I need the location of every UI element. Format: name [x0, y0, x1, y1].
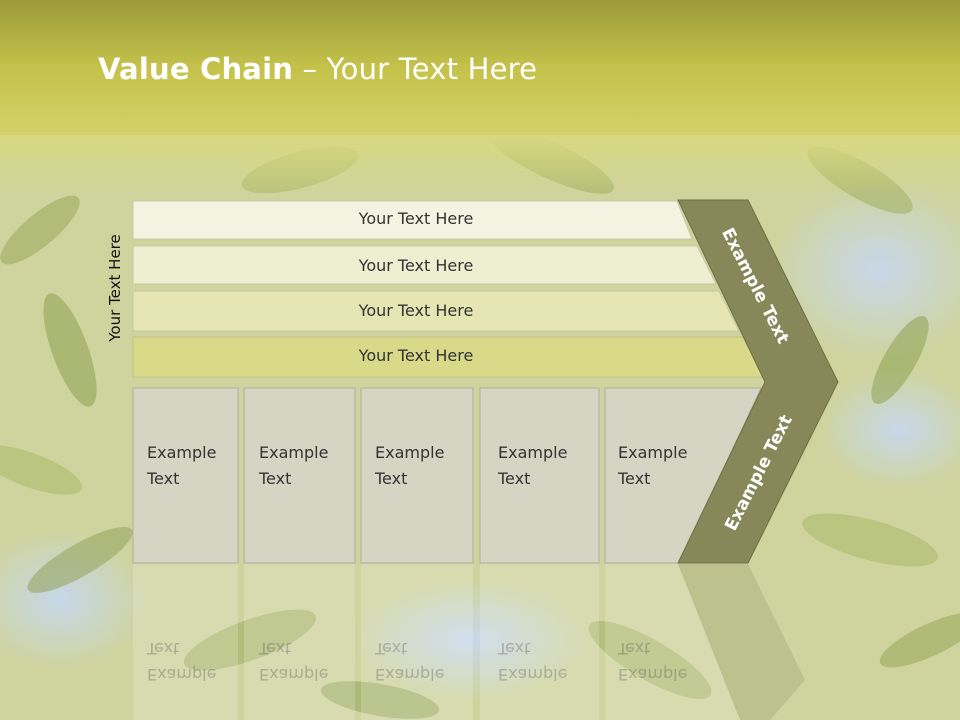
cell-label-5-line1: Example	[618, 443, 688, 462]
bar-label-3: Your Text Here	[358, 301, 474, 320]
bar-label-4: Your Text Here	[358, 346, 474, 365]
cell-label-5: Example Text	[618, 440, 718, 492]
cell-label-3-line2: Text	[375, 469, 408, 488]
cell-label-2-line2: Text	[259, 469, 292, 488]
cell-4	[479, 387, 600, 564]
cell-label-2: Example Text	[259, 440, 359, 492]
cell-2	[243, 387, 356, 564]
side-label-text: Your Text Here	[106, 234, 124, 342]
cell-label-3: Example Text	[375, 440, 475, 492]
slide-title: Value Chain – Your Text Here	[98, 52, 537, 96]
cell-label-4-line1: Example	[498, 443, 568, 462]
cell-label-5-line2: Text	[618, 469, 651, 488]
cell-label-3-line1: Example	[375, 443, 445, 462]
chevron-arrow	[677, 199, 839, 564]
bar-3	[132, 290, 740, 332]
cell-1	[132, 387, 239, 564]
bar-1	[132, 200, 693, 240]
bar-label-1: Your Text Here	[358, 209, 474, 228]
cell-label-1-line1: Example	[147, 443, 217, 462]
cell-label-4-line2: Text	[498, 469, 531, 488]
bar-label-2: Your Text Here	[358, 256, 474, 275]
cell-label-2-line1: Example	[259, 443, 329, 462]
cell-label-1: Example Text	[147, 440, 247, 492]
reflection	[133, 564, 805, 720]
title-bold: Value Chain	[98, 52, 294, 86]
cell-label-4: Example Text	[498, 440, 598, 492]
cell-3	[360, 387, 474, 564]
bar-2	[132, 245, 717, 285]
title-rest: – Your Text Here	[293, 52, 538, 86]
cell-label-1-line2: Text	[147, 469, 180, 488]
